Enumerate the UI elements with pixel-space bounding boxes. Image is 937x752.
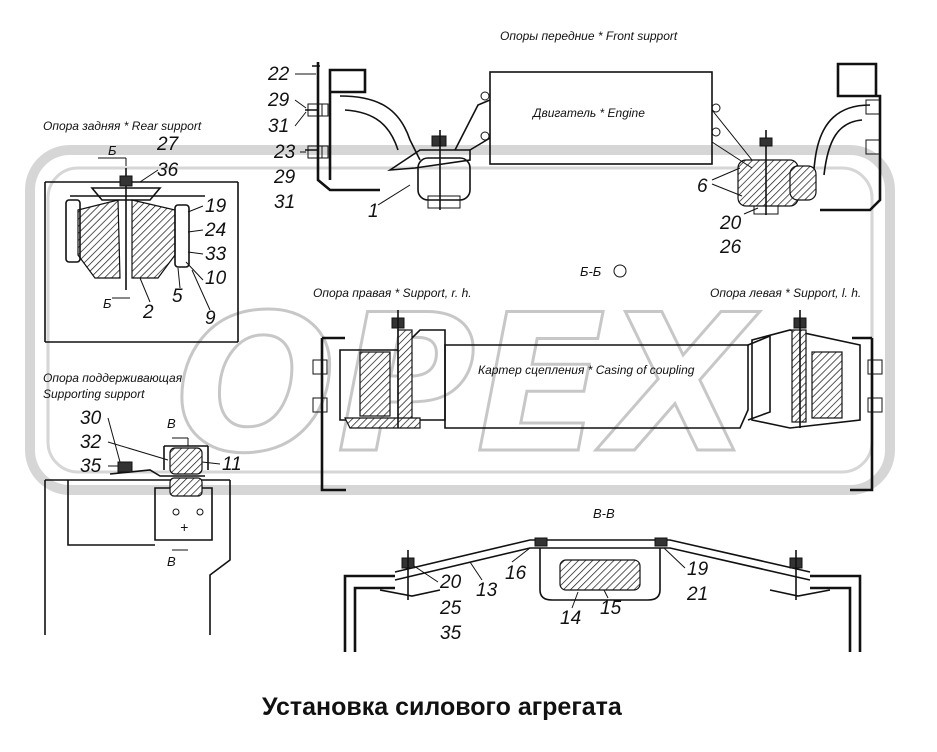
callout: 31 (268, 116, 289, 137)
supporting-cushion (169, 447, 203, 475)
callout: 35 (80, 456, 102, 477)
callout: 19 (205, 196, 227, 217)
front-support-drawing: Опоры передние * Front support Двигатель… (267, 29, 882, 258)
callout: 35 (440, 623, 462, 644)
cut-mark-v-bottom: В (167, 554, 176, 569)
watermark-frame-inner (46, 166, 874, 474)
rear-support-label: Опора задняя * Rear support (43, 119, 202, 133)
rear-callouts: 27 36 19 24 33 10 5 9 2 (139, 134, 227, 329)
callout: 5 (172, 286, 183, 307)
left-support-label: Опора левая * Support, l. h. (710, 286, 861, 300)
front-right-callouts: 6 20 26 (697, 167, 759, 258)
callout: 29 (267, 90, 290, 111)
svg-text:+: + (180, 519, 188, 535)
callout: 25 (439, 598, 462, 619)
vv-cushion (559, 559, 641, 591)
callout: 9 (205, 308, 216, 329)
callout: 29 (273, 167, 296, 188)
left-front-bracket (316, 62, 380, 192)
right-front-cushion (737, 159, 799, 207)
cut-mark-b-bottom: Б (103, 296, 112, 311)
callout: 16 (505, 563, 527, 584)
watermark: OPEX (25, 145, 895, 497)
coupling-casing-label: Картер сцепления * Casing of coupling (478, 363, 695, 377)
page-title: Установка силового агрегата (262, 693, 623, 721)
section-bb-drawing: Б-Б Опора правая * Support, r. h. Опора … (312, 264, 883, 492)
callout: 31 (274, 192, 295, 213)
supporting-support-label-ru: Опора поддерживающая (43, 371, 183, 385)
section-vv-label: В-В (593, 506, 615, 521)
callout: 1 (368, 201, 379, 222)
callout: 22 (267, 64, 290, 85)
callout: 14 (560, 608, 581, 629)
engine-block (489, 71, 713, 165)
vv-callouts: 20 25 35 13 16 14 15 19 21 (413, 547, 709, 644)
callout: 15 (600, 598, 622, 619)
callout: 6 (697, 176, 708, 197)
watermark-text: OPEX (175, 274, 761, 495)
callout: 20 (439, 572, 462, 593)
cut-mark-b-top: Б (108, 143, 117, 158)
callout: 10 (205, 268, 227, 289)
callout: 36 (157, 160, 179, 181)
vv-right-bracket (810, 574, 862, 652)
engine-label: Двигатель * Engine (531, 106, 645, 120)
rear-cushion (77, 199, 121, 279)
supporting-support-drawing: Опора поддерживающая Supporting support … (43, 371, 242, 635)
vv-left-bracket (343, 574, 395, 652)
front-support-label: Опоры передние * Front support (500, 29, 678, 43)
callout: 21 (686, 584, 708, 605)
right-support-label: Опора правая * Support, r. h. (313, 286, 472, 300)
callout: 27 (156, 134, 180, 155)
callout: 20 (719, 213, 742, 234)
callout: 19 (687, 559, 709, 580)
section-bb-label: Б-Б (580, 264, 602, 279)
rear-support-drawing: Опора задняя * Rear support Б Б 27 36 19… (43, 119, 239, 343)
front-left-callouts: 22 29 31 23 29 31 1 (267, 64, 411, 222)
supporting-support-label-en: Supporting support (43, 387, 145, 401)
section-vv-drawing: В-В 20 25 35 13 16 14 15 19 21 (343, 506, 862, 652)
callout: 2 (142, 302, 154, 323)
callout: 13 (476, 580, 498, 601)
left-front-cushion (386, 149, 471, 172)
callout: 11 (222, 454, 242, 475)
callout: 33 (205, 244, 227, 265)
callout: 24 (204, 220, 226, 241)
right-front-bracket (820, 62, 882, 212)
callout: 30 (80, 408, 102, 429)
vv-crossmember (394, 539, 811, 581)
callout: 26 (719, 237, 742, 258)
callout: 32 (80, 432, 102, 453)
cut-mark-v-top: В (167, 416, 176, 431)
callout: 23 (273, 142, 296, 163)
supporting-callouts: 30 32 35 11 (80, 408, 242, 477)
